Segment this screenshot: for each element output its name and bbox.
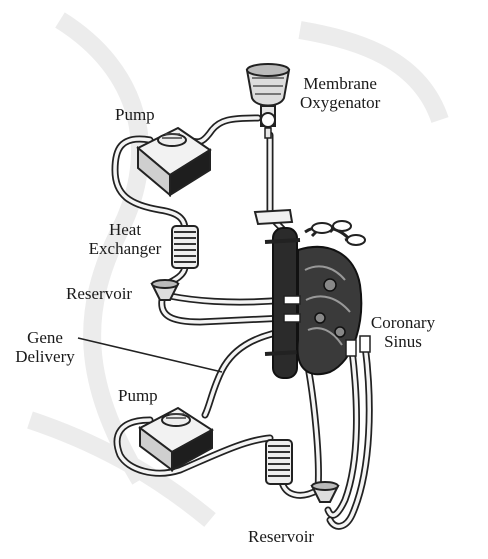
heat-exchanger-line2: Exchanger — [80, 239, 170, 258]
bottom-exchanger-icon — [266, 440, 292, 484]
heat-exchanger-line1: Heat — [80, 220, 170, 239]
heat-exchanger-icon — [172, 226, 198, 268]
heart-icon — [255, 210, 370, 378]
top-reservoir-label: Reservoir — [66, 284, 132, 303]
gene-delivery-line2: Delivery — [10, 347, 80, 366]
bottom-pump-label: Pump — [118, 386, 158, 405]
coronary-sinus-line1: Coronary — [362, 313, 444, 332]
membrane-oxygenator-line2: Oxygenator — [300, 93, 380, 112]
membrane-oxygenator-icon — [247, 64, 289, 138]
coronary-sinus-line2: Sinus — [362, 332, 444, 351]
heat-exchanger-label: Heat Exchanger — [80, 220, 170, 258]
bottom-reservoir-icon — [312, 482, 338, 502]
coronary-sinus-label: Coronary Sinus — [362, 313, 444, 351]
gene-delivery-label: Gene Delivery — [10, 328, 80, 366]
bottom-reservoir-label: Reservoir — [248, 527, 314, 546]
membrane-oxygenator-label: Membrane Oxygenator — [300, 74, 380, 112]
gene-delivery-line1: Gene — [10, 328, 80, 347]
top-pump-label: Pump — [115, 105, 155, 124]
membrane-oxygenator-line1: Membrane — [300, 74, 380, 93]
